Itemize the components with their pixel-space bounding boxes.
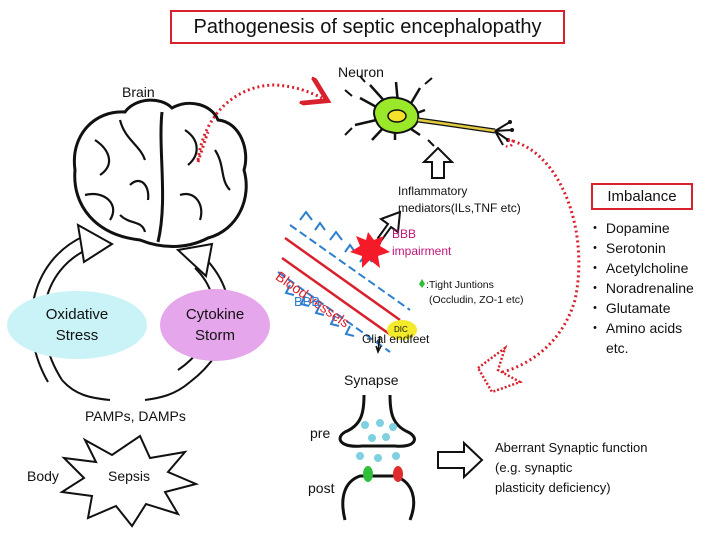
receptor-green [363,466,373,482]
bbb-impairment-label: BBB impairment [392,227,452,258]
dic-spot [387,320,417,340]
brain-label: Brain [122,84,155,100]
imbalance-item: ・ Acetylcholine [588,260,689,276]
pamps-damps-label: PAMPs, DAMPs [85,408,186,424]
neuron-illustration [344,75,514,147]
arrow-to-neuron [421,146,455,179]
diagram-title: Pathogenesis of septic encephalopathy [170,10,565,44]
arrow-to-aberrant [437,440,484,480]
oxidative-stress-label: Oxidative Stress [45,306,109,344]
cytokine-storm-label: Cytokine Storm [185,306,245,344]
imbalance-item: ・ Amino acids [588,320,683,336]
imbalance-item: ・ Noradrenaline [588,280,694,296]
body-label: Body [27,468,59,484]
cytokine-storm-oval [160,289,270,361]
sepsis-starburst [59,434,200,528]
neuron-to-synapse-arrow [489,138,581,377]
aberrant-synaptic-label: Aberrant Synaptic function (e.g. synapti… [495,440,648,495]
neurotransmitter-dots [356,419,400,462]
hollow-red-arrowhead [476,344,524,394]
imbalance-etc: etc. [606,340,629,356]
inflammatory-mediators-label: Inflammatory mediators(ILs,TNF etc) [398,184,521,215]
blood-vessel-illustration [277,210,425,354]
receptor-red [393,466,403,482]
imbalance-item: ・ Serotonin [588,240,666,256]
sepsis-label: Sepsis [108,468,151,484]
brain-to-neuron-arrow [196,85,322,161]
bbb-label: BBB [294,294,321,309]
oxidative-stress-oval [7,291,147,359]
synapse-illustration [338,394,416,521]
post-label: post [308,480,335,496]
imbalance-heading: Imbalance [591,183,693,210]
tight-junctions-label: :Tight Juntions (Occludin, ZO-1 etc) [426,279,524,306]
imbalance-list: ・ Dopamine ・ Serotonin ・ Acetylcholine ・… [588,218,694,358]
glial-endfeet-label: Glial endfeet [362,332,430,346]
dic-label: DIC [394,325,408,334]
imbalance-item: ・ Glutamate [588,300,671,316]
pre-label: pre [310,425,331,441]
brain-illustration [72,98,248,248]
synapse-label: Synapse [344,372,399,388]
neuron-label: Neuron [338,64,384,80]
imbalance-item: ・ Dopamine [588,220,670,236]
